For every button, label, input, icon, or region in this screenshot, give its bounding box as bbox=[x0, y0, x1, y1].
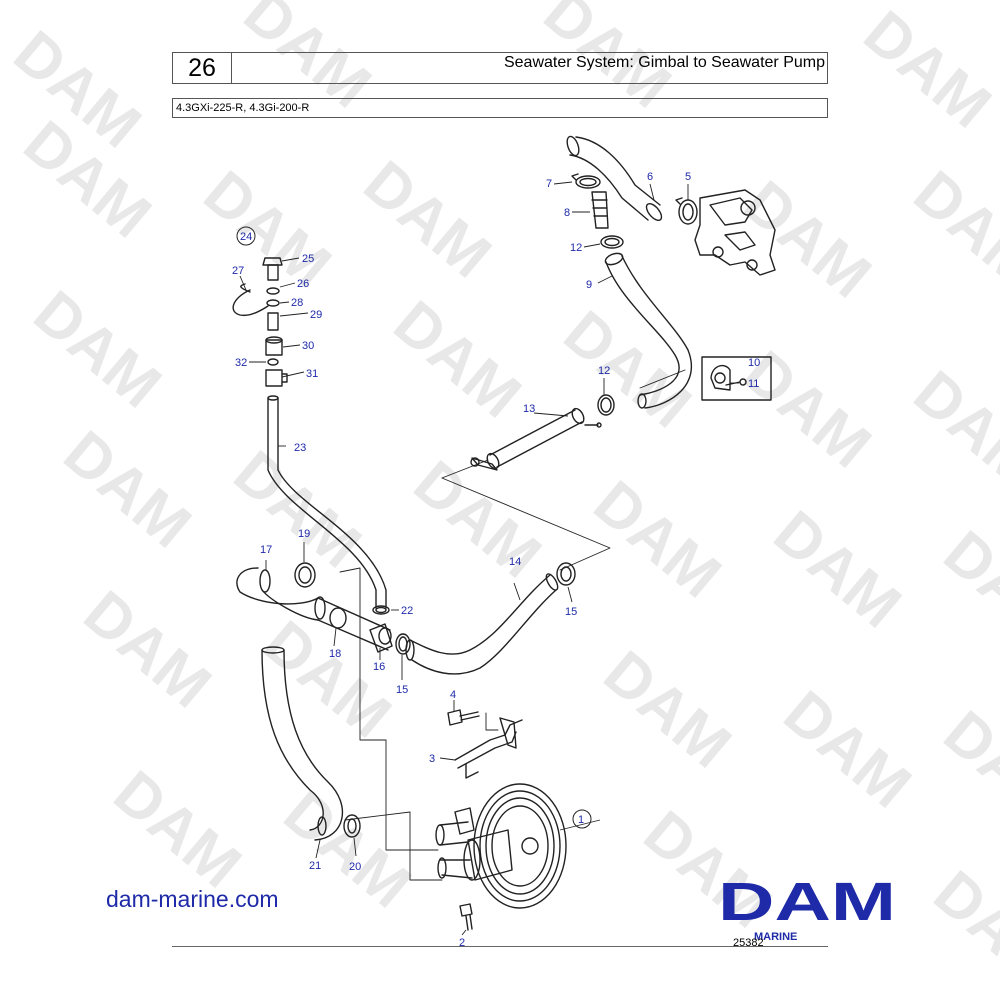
hose-part-6 bbox=[566, 135, 663, 222]
hose-part-21 bbox=[261, 646, 344, 841]
callout-24: 24 bbox=[240, 231, 252, 243]
callout-29: 29 bbox=[310, 309, 322, 321]
bolt-part-4 bbox=[447, 709, 480, 726]
callout-23: 23 bbox=[294, 442, 306, 454]
clamp-part-12-upper bbox=[600, 235, 624, 249]
callout-22: 22 bbox=[401, 605, 413, 617]
clamp-part-7 bbox=[571, 173, 601, 189]
callout-11: 11 bbox=[748, 378, 759, 390]
callout-16: 16 bbox=[373, 661, 385, 673]
hose-part-23 bbox=[267, 395, 387, 609]
callout-21: 21 bbox=[309, 860, 321, 872]
fitting-part-8 bbox=[591, 191, 609, 229]
callout-12-lower: 12 bbox=[598, 365, 610, 377]
dam-marine-logo: DAM bbox=[718, 876, 896, 924]
logo-subtitle: MARINE bbox=[754, 931, 798, 943]
bracket-part-3 bbox=[454, 717, 523, 779]
clamp-part-19 bbox=[294, 562, 316, 588]
callout-20: 20 bbox=[349, 861, 361, 873]
pipe-part-13 bbox=[470, 407, 602, 471]
callout-12-upper: 12 bbox=[570, 242, 582, 254]
hose-part-17 bbox=[236, 567, 319, 621]
clamp-part-15-lower bbox=[395, 633, 411, 655]
figure-number: 25382 bbox=[733, 937, 764, 949]
callout-28: 28 bbox=[291, 297, 303, 309]
callout-5: 5 bbox=[685, 171, 691, 183]
callout-30: 30 bbox=[302, 340, 314, 352]
callout-8: 8 bbox=[564, 207, 570, 219]
page-title: Seawater System: Gimbal to Seawater Pump bbox=[503, 54, 825, 71]
callout-31: 31 bbox=[306, 368, 318, 380]
bolt-part-2 bbox=[459, 903, 473, 931]
callout-25: 25 bbox=[302, 253, 314, 265]
footer-divider bbox=[172, 946, 828, 947]
clamp-part-12-lower bbox=[597, 394, 615, 416]
callout-19: 19 bbox=[298, 528, 310, 540]
clamp-part-5 bbox=[675, 197, 698, 225]
callout-6: 6 bbox=[647, 171, 653, 183]
clip-inset-box bbox=[701, 356, 772, 401]
callout-14: 14 bbox=[509, 556, 521, 568]
clamp-part-22 bbox=[372, 605, 390, 615]
hose-part-18-16 bbox=[314, 596, 393, 653]
callout-4: 4 bbox=[450, 689, 456, 701]
callout-15-lower: 15 bbox=[396, 684, 408, 696]
hose-part-9 bbox=[604, 252, 693, 409]
callout-2: 2 bbox=[459, 937, 465, 949]
callout-32: 32 bbox=[235, 357, 247, 369]
hose-part-14 bbox=[405, 573, 559, 675]
callout-26: 26 bbox=[297, 278, 309, 290]
seawater-pump-part-1 bbox=[435, 783, 567, 909]
callout-9: 9 bbox=[586, 279, 592, 291]
page-number: 26 bbox=[173, 53, 232, 83]
callout-10: 10 bbox=[748, 357, 760, 369]
callout-17: 17 bbox=[260, 544, 272, 556]
callout-13: 13 bbox=[523, 403, 535, 415]
callout-3: 3 bbox=[429, 753, 435, 765]
website-link[interactable]: dam-marine.com bbox=[106, 886, 279, 912]
callout-1: 1 bbox=[578, 814, 584, 826]
callout-7: 7 bbox=[546, 178, 552, 190]
callout-15-upper: 15 bbox=[565, 606, 577, 618]
callout-18: 18 bbox=[329, 648, 341, 660]
page-header: 26 Seawater System: Gimbal to Seawater P… bbox=[172, 52, 828, 84]
callout-27: 27 bbox=[232, 265, 244, 277]
drain-plug-stack bbox=[232, 257, 288, 387]
logo-text: DAM bbox=[718, 876, 896, 924]
clamp-part-15-upper bbox=[556, 562, 576, 586]
gimbal-housing bbox=[694, 189, 776, 276]
model-list: 4.3GXi-225-R, 4.3Gi-200-R bbox=[172, 98, 828, 118]
